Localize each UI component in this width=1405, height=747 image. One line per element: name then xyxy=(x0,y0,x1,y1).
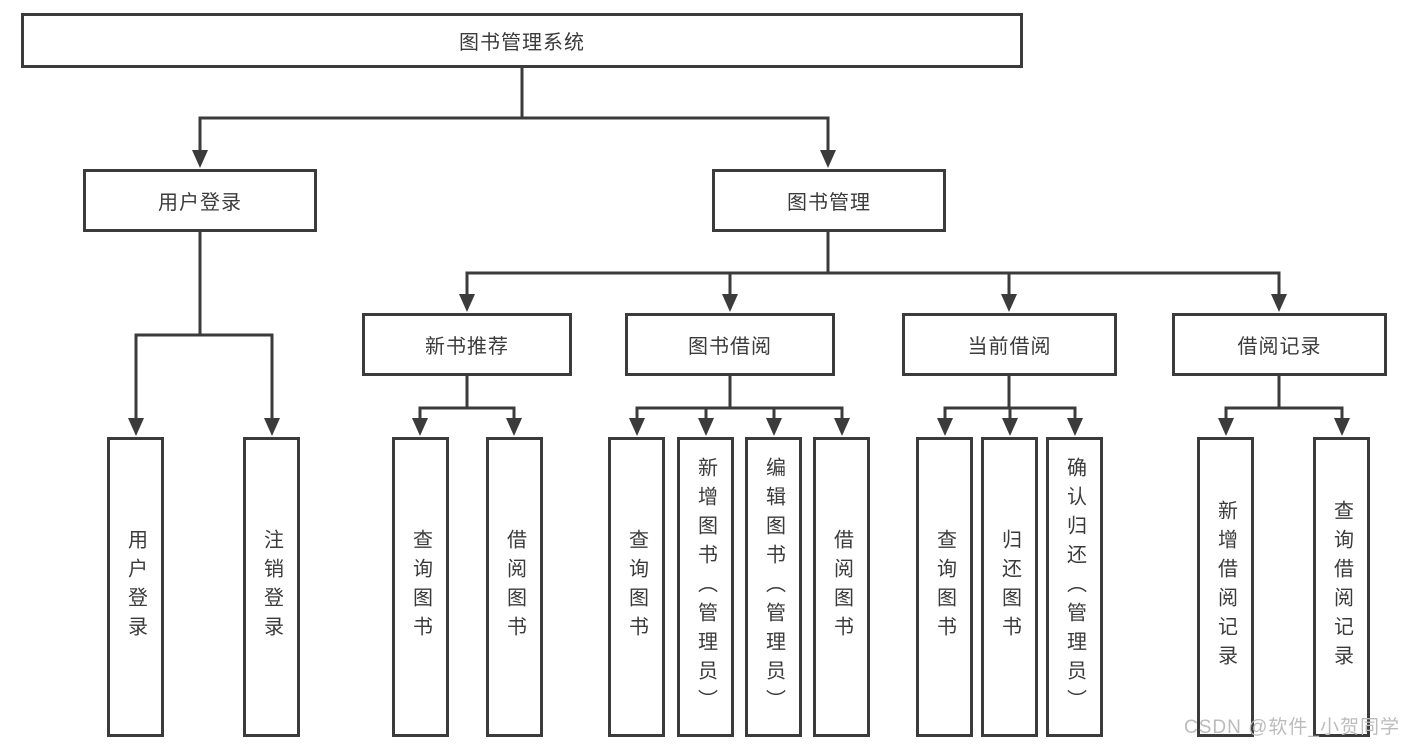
leaf-query-books-recommend-label: 查询图书 xyxy=(409,529,432,645)
leaf-logout-label: 注销登录 xyxy=(260,529,283,645)
leaf-query-borrow-record-label: 查询借阅记录 xyxy=(1330,500,1353,674)
node-new-book-recommend: 新书推荐 xyxy=(362,313,572,376)
node-root: 图书管理系统 xyxy=(21,13,1023,68)
node-new-book-recommend-label: 新书推荐 xyxy=(425,336,509,358)
node-book-management: 图书管理 xyxy=(712,169,946,232)
watermark: CSDN @软件_小贺同学 xyxy=(1184,717,1400,738)
leaf-user-login-label: 用户登录 xyxy=(124,529,147,645)
node-user-login: 用户登录 xyxy=(83,169,317,232)
node-book-management-label: 图书管理 xyxy=(787,192,871,214)
node-book-borrow-label: 图书借阅 xyxy=(688,336,772,358)
leaf-query-borrow-record: 查询借阅记录 xyxy=(1313,437,1370,737)
leaf-query-books-recommend: 查询图书 xyxy=(392,437,449,737)
node-root-label: 图书管理系统 xyxy=(459,32,585,54)
node-borrow-records-label: 借阅记录 xyxy=(1237,336,1322,358)
leaf-confirm-return-admin-label: 确认归还（管理员） xyxy=(1063,456,1086,718)
leaf-return-books: 归还图书 xyxy=(981,437,1038,737)
node-borrow-records: 借阅记录 xyxy=(1172,313,1387,376)
leaf-query-books-borrow-label: 查询图书 xyxy=(625,529,648,645)
node-current-borrow: 当前借阅 xyxy=(902,313,1117,376)
node-current-borrow-label: 当前借阅 xyxy=(967,336,1052,358)
leaf-confirm-return-admin: 确认归还（管理员） xyxy=(1046,437,1103,737)
leaf-add-borrow-record-label: 新增借阅记录 xyxy=(1214,500,1237,674)
leaf-borrow-books-label: 借阅图书 xyxy=(830,529,853,645)
leaf-borrow-books-recommend: 借阅图书 xyxy=(486,437,543,737)
leaf-borrow-books: 借阅图书 xyxy=(813,437,870,737)
leaf-query-books-current-label: 查询图书 xyxy=(933,529,956,645)
leaf-borrow-books-recommend-label: 借阅图书 xyxy=(503,529,526,645)
leaf-add-books-admin-label: 新增图书（管理员） xyxy=(694,456,717,718)
node-user-login-label: 用户登录 xyxy=(158,192,242,214)
leaf-query-books-current: 查询图书 xyxy=(916,437,973,737)
leaf-query-books-borrow: 查询图书 xyxy=(608,437,665,737)
leaf-edit-books-admin-label: 编辑图书（管理员） xyxy=(762,456,785,718)
leaf-user-login: 用户登录 xyxy=(107,437,164,737)
leaf-add-borrow-record: 新增借阅记录 xyxy=(1197,437,1254,737)
leaf-return-books-label: 归还图书 xyxy=(998,529,1021,645)
node-book-borrow: 图书借阅 xyxy=(625,313,835,376)
leaf-logout: 注销登录 xyxy=(243,437,300,737)
leaf-edit-books-admin: 编辑图书（管理员） xyxy=(745,437,802,737)
leaf-add-books-admin: 新增图书（管理员） xyxy=(677,437,734,737)
